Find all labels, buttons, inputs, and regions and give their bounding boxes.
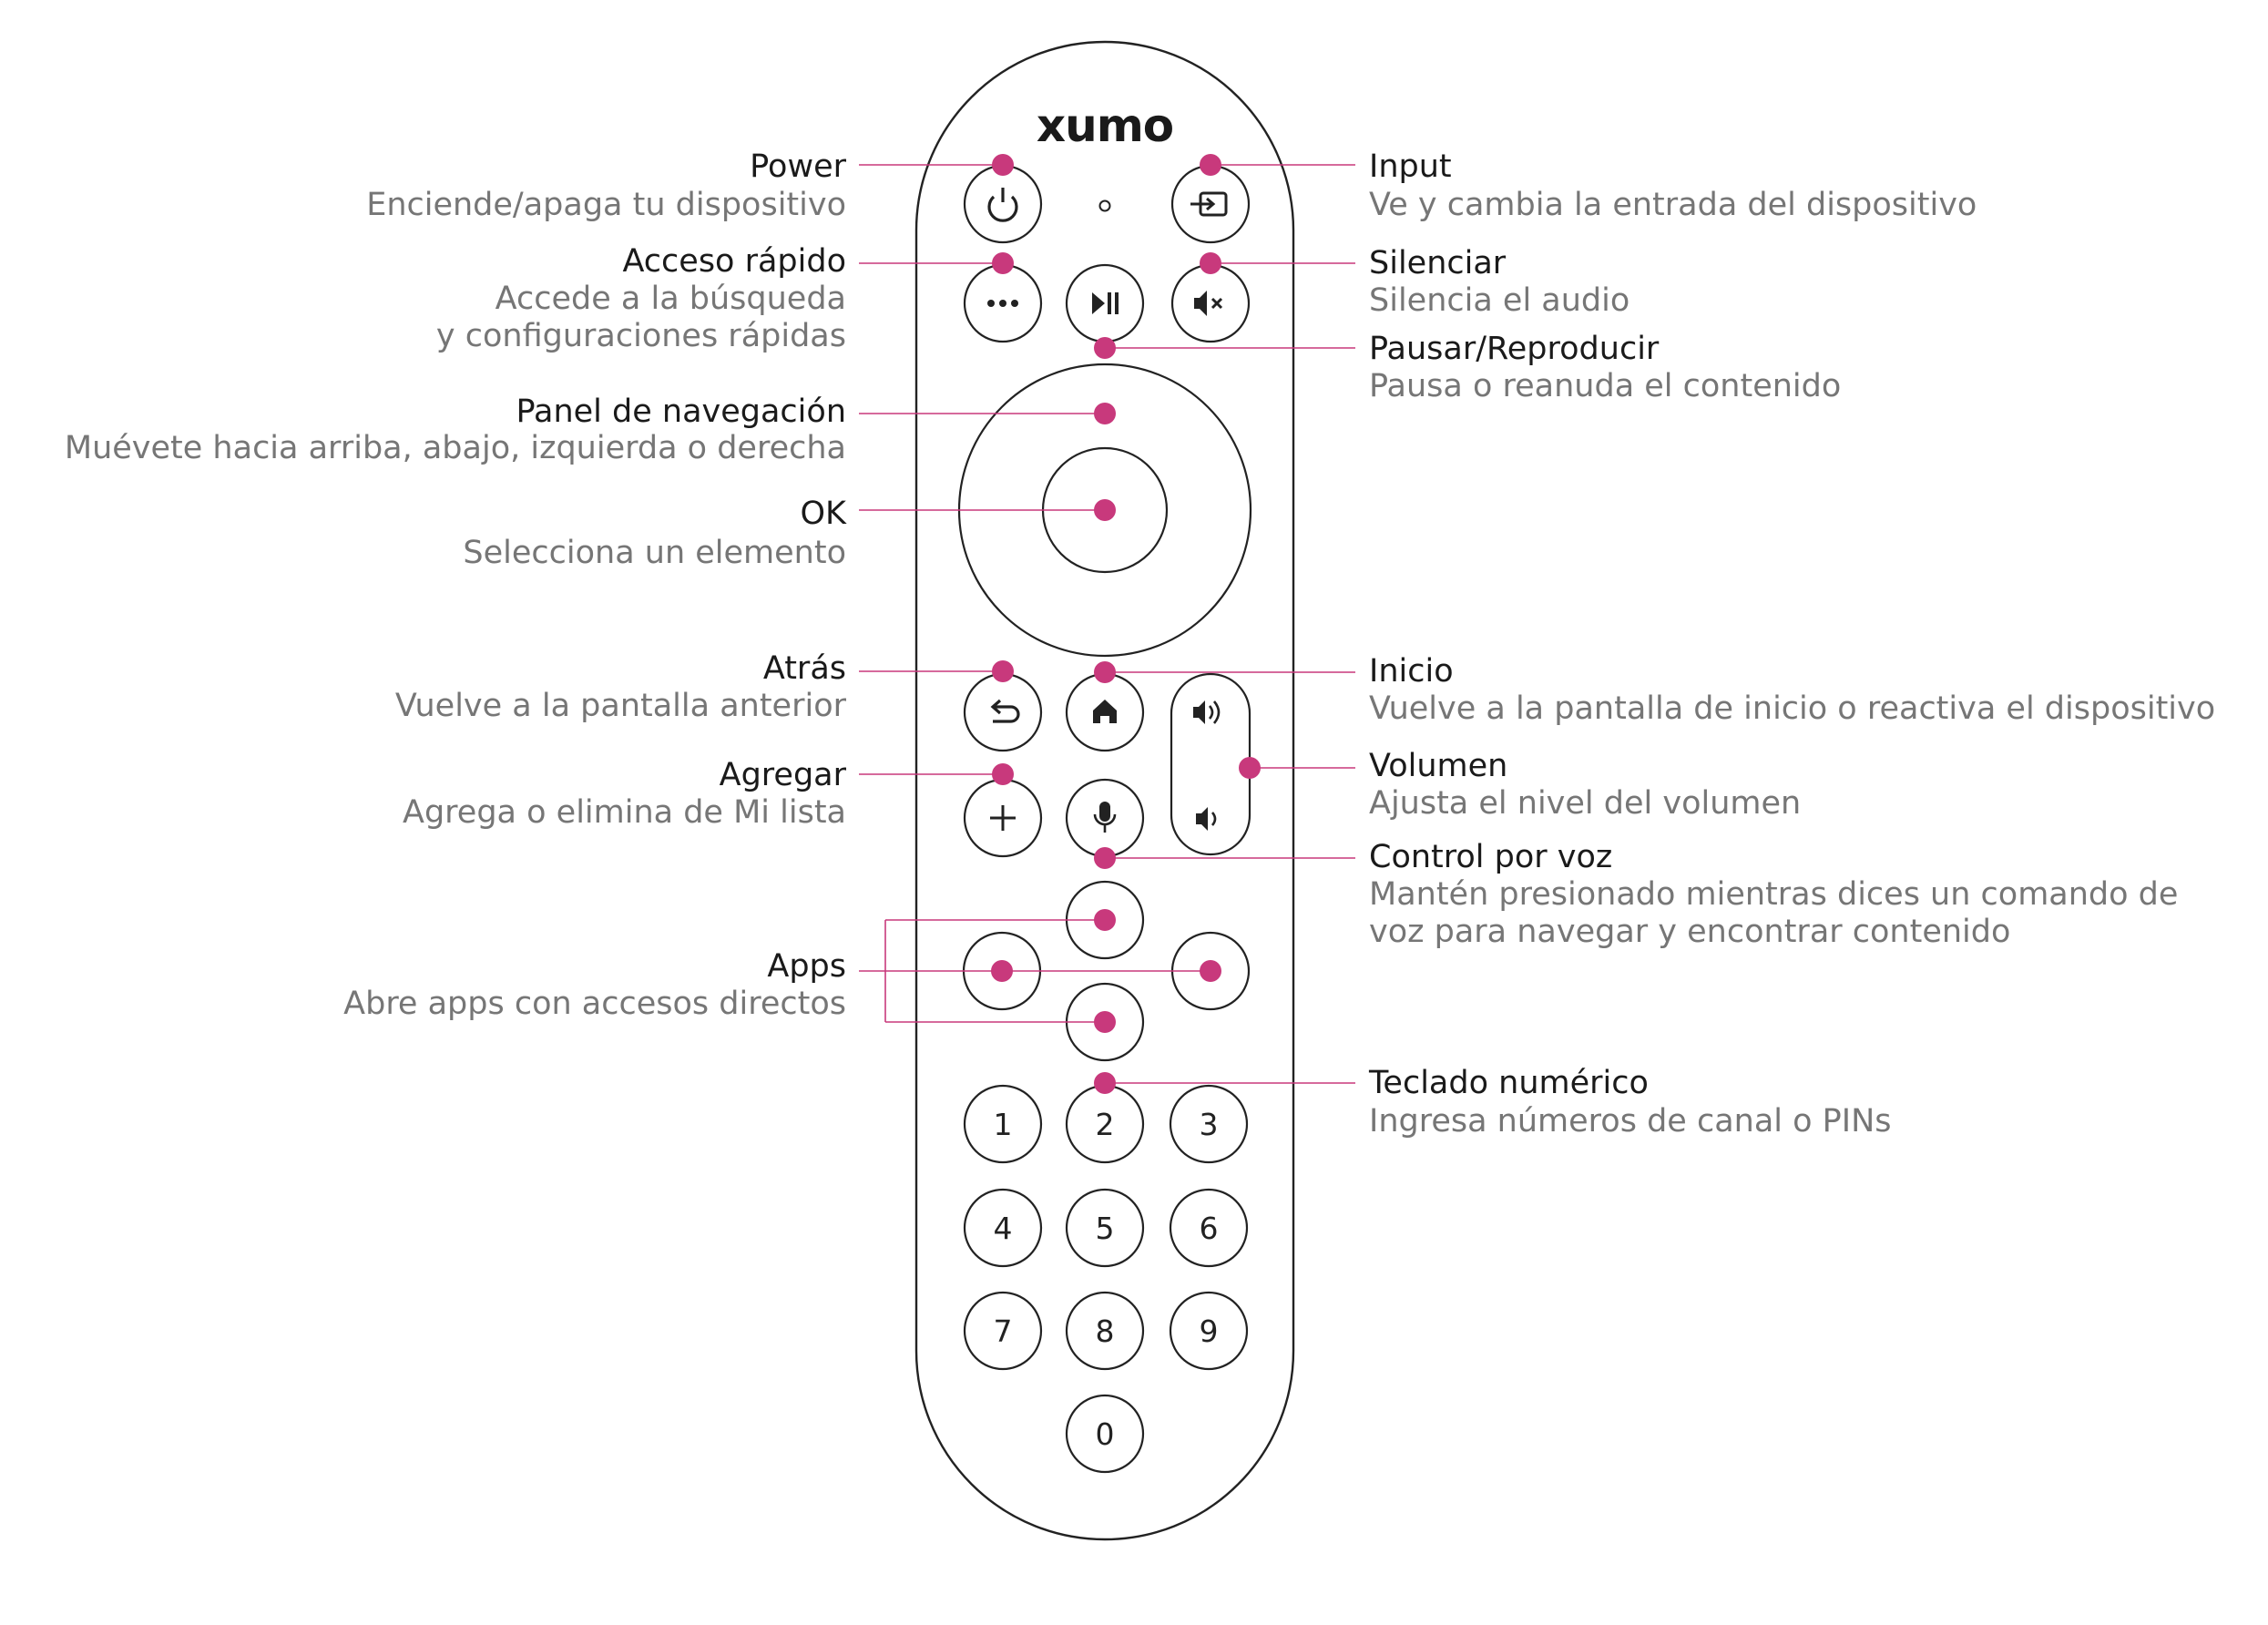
callout-desc: Silencia el audio — [1369, 282, 1629, 319]
key-5[interactable]: 5 — [1065, 1188, 1145, 1268]
callout-title: Acceso rápido — [622, 243, 846, 280]
indicator-light — [1098, 199, 1111, 212]
back-arrow-icon — [990, 699, 1020, 723]
callout-quick-access: Acceso rápido Accede a la búsqueda y con… — [436, 243, 846, 354]
volume-rocker[interactable] — [1170, 672, 1251, 856]
svg-text:3: 3 — [1200, 1107, 1219, 1142]
callout-title: Teclado numérico — [1368, 1065, 1649, 1101]
mute-button[interactable] — [1170, 263, 1251, 343]
key-6[interactable]: 6 — [1169, 1188, 1249, 1268]
callout-title: Agregar — [720, 757, 847, 793]
mute-icon — [1194, 291, 1223, 316]
callout-desc: voz para navegar y encontrar contenido — [1369, 914, 2010, 950]
add-button[interactable] — [963, 778, 1043, 858]
home-button[interactable] — [1065, 672, 1145, 752]
svg-text:0: 0 — [1096, 1416, 1115, 1452]
svg-text:1: 1 — [994, 1107, 1013, 1142]
callout-desc: Agrega o elimina de Mi lista — [403, 794, 846, 831]
callout-ok: OK Selecciona un elemento — [463, 496, 847, 571]
callout-numpad: Teclado numérico Ingresa números de cana… — [1368, 1065, 1892, 1140]
svg-text:8: 8 — [1096, 1313, 1115, 1349]
callout-power: Power Enciende/apaga tu dispositivo — [366, 148, 846, 223]
key-9[interactable]: 9 — [1169, 1291, 1249, 1371]
key-0[interactable]: 0 — [1065, 1394, 1145, 1474]
callout-desc: Enciende/apaga tu dispositivo — [366, 187, 846, 223]
svg-text:4: 4 — [994, 1211, 1013, 1246]
callout-title: Panel de navegación — [516, 393, 846, 430]
callout-input: Input Ve y cambia la entrada del disposi… — [1369, 148, 1977, 223]
more-dots-icon — [987, 300, 1018, 307]
callout-apps: Apps Abre apps con accesos directos — [343, 948, 846, 1022]
callout-desc: Vuelve a la pantalla de inicio o reactiv… — [1369, 690, 2215, 727]
key-7[interactable]: 7 — [963, 1291, 1043, 1371]
svg-text:9: 9 — [1200, 1313, 1219, 1349]
callout-desc: y configuraciones rápidas — [436, 318, 846, 354]
callout-desc: Mantén presionado mientras dices un coma… — [1369, 876, 2178, 913]
key-4[interactable]: 4 — [963, 1188, 1043, 1268]
volume-down-icon — [1196, 807, 1217, 831]
callout-title: Atrás — [763, 650, 846, 687]
key-3[interactable]: 3 — [1169, 1084, 1249, 1164]
callout-volume: Volumen Ajusta el nivel del volumen — [1369, 748, 1801, 822]
callout-desc: Pausa o reanuda el contenido — [1369, 368, 1841, 404]
xumo-logo: xumo — [1037, 99, 1173, 152]
callout-dots — [991, 154, 1261, 1094]
callout-back: Atrás Vuelve a la pantalla anterior — [395, 650, 847, 724]
input-icon — [1190, 191, 1228, 217]
callout-play-pause: Pausar/Reproducir Pausa o reanuda el con… — [1369, 331, 1841, 404]
key-1[interactable]: 1 — [963, 1084, 1043, 1164]
callout-desc: Accede a la búsqueda — [495, 281, 846, 317]
callout-desc: Selecciona un elemento — [463, 535, 846, 571]
callout-title: Pausar/Reproducir — [1369, 331, 1660, 367]
input-button[interactable] — [1170, 164, 1251, 244]
svg-text:7: 7 — [994, 1313, 1013, 1349]
callout-desc: Ingresa números de canal o PINs — [1369, 1103, 1892, 1140]
callout-title: Control por voz — [1369, 839, 1612, 875]
play-pause-icon — [1092, 292, 1119, 314]
play-pause-button[interactable] — [1065, 263, 1145, 343]
callout-title: Silenciar — [1369, 245, 1507, 281]
callout-title: Input — [1369, 148, 1452, 185]
callout-desc: Muévete hacia arriba, abajo, izquierda o… — [65, 430, 846, 466]
callout-desc: Abre apps con accesos directos — [343, 986, 846, 1022]
svg-text:2: 2 — [1096, 1107, 1115, 1142]
power-icon — [987, 188, 1018, 222]
volume-up-icon — [1193, 700, 1221, 724]
callout-title: Inicio — [1369, 653, 1454, 690]
keypad: 1 2 3 4 5 6 7 8 9 0 — [963, 1084, 1249, 1474]
callout-title: Volumen — [1369, 748, 1507, 784]
quick-access-button[interactable] — [963, 263, 1043, 343]
home-icon — [1093, 700, 1117, 723]
callout-title: Apps — [767, 948, 846, 985]
back-button[interactable] — [963, 672, 1043, 752]
callout-title: OK — [800, 496, 847, 532]
key-2[interactable]: 2 — [1065, 1084, 1145, 1164]
svg-text:6: 6 — [1200, 1211, 1219, 1246]
svg-text:5: 5 — [1096, 1211, 1115, 1246]
callout-home: Inicio Vuelve a la pantalla de inicio o … — [1369, 653, 2215, 727]
callout-desc: Ve y cambia la entrada del dispositivo — [1369, 187, 1977, 223]
callout-add: Agregar Agrega o elimina de Mi lista — [403, 757, 847, 831]
callout-desc: Vuelve a la pantalla anterior — [395, 688, 847, 724]
callout-desc: Ajusta el nivel del volumen — [1369, 785, 1801, 822]
power-button[interactable] — [963, 164, 1043, 244]
callout-mute: Silenciar Silencia el audio — [1369, 245, 1629, 319]
plus-icon — [990, 805, 1016, 831]
callout-navigation: Panel de navegación Muévete hacia arriba… — [65, 393, 846, 466]
callout-voice: Control por voz Mantén presionado mientr… — [1369, 839, 2178, 950]
leader-lines — [859, 164, 1355, 1084]
voice-button[interactable] — [1065, 778, 1145, 858]
callout-title: Power — [750, 148, 846, 185]
microphone-icon — [1093, 802, 1117, 833]
key-8[interactable]: 8 — [1065, 1291, 1145, 1371]
